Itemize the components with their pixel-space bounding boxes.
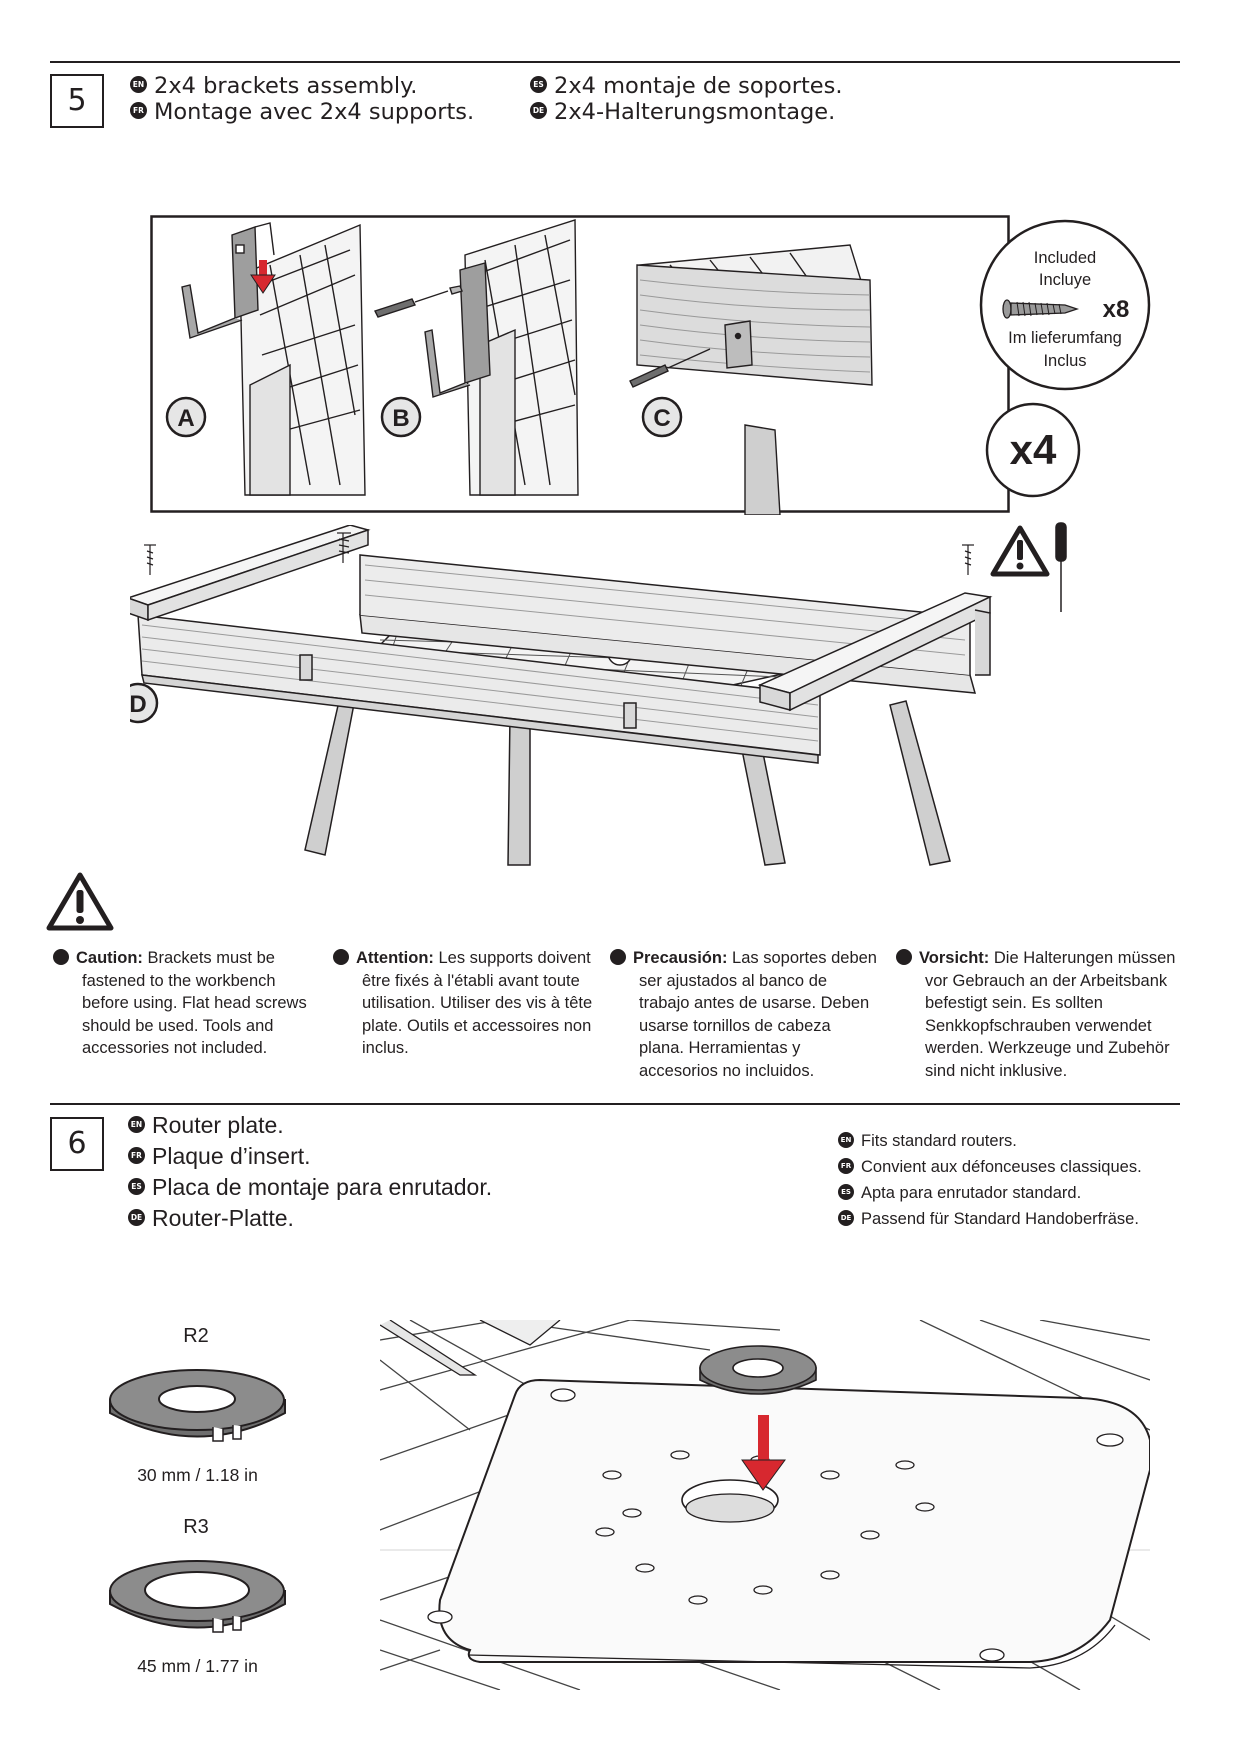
- step5-title-de: DE 2x4-Halterungsmontage.: [530, 99, 835, 125]
- fits-es-text: Apta para enrutador standard.: [861, 1184, 1082, 1202]
- panel-label-b: B: [392, 405, 409, 432]
- reducer-ring-r3: [109, 1560, 286, 1633]
- caution-fr: FR Attention: Les supports doivent être f…: [321, 947, 603, 1060]
- step5-title-fr: FR Montage avec 2x4 supports.: [130, 99, 474, 125]
- lang-badge-fr: FR: [128, 1147, 145, 1165]
- step6-title-es: ES Placa de montaje para enrutador.: [128, 1172, 492, 1203]
- caution-en-label: Caution:: [76, 949, 143, 967]
- step6-title-fr: FR Plaque d’insert.: [128, 1141, 311, 1172]
- fits-es: ES Apta para enrutador standard.: [838, 1180, 1081, 1206]
- included-es: Incluye: [1039, 271, 1091, 289]
- lang-badge-es: ES: [128, 1178, 145, 1196]
- fits-en: EN Fits standard routers.: [838, 1128, 1017, 1154]
- lang-badge-fr: FR: [130, 102, 147, 119]
- included-de: Im lieferumfang: [1008, 329, 1122, 347]
- lang-badge-en: EN: [130, 76, 147, 93]
- panel-c-illustration: [629, 244, 873, 515]
- workbench-assembly-figure: D: [130, 525, 993, 866]
- caution-en-text: Brackets must be fastened to the workben…: [82, 949, 307, 1057]
- lang-badge-de: DE: [128, 1209, 145, 1227]
- lang-badge-en: EN: [41, 948, 69, 965]
- step6-title-fr-text: Plaque d’insert.: [152, 1143, 311, 1169]
- step5-title-en-text: 2x4 brackets assembly.: [154, 73, 418, 99]
- panel-b-illustration: [374, 219, 579, 496]
- step6-title-en-text: Router plate.: [152, 1112, 284, 1138]
- step5-title-en: EN 2x4 brackets assembly.: [130, 73, 417, 99]
- fits-fr-text: Convient aux défonceuses classiques.: [861, 1158, 1142, 1176]
- lang-badge-de: DE: [884, 948, 912, 965]
- lang-badge-de: DE: [838, 1209, 854, 1226]
- ring-r2-size: 30 mm / 1.18 in: [137, 1465, 258, 1485]
- caution-de-text: Die Halterungen müssen vor Gebrauch an d…: [925, 949, 1176, 1080]
- step6-number: 6: [50, 1117, 104, 1171]
- fits-fr: FR Convient aux défonceuses classiques.: [838, 1154, 1142, 1180]
- step6-title-de: DE Router-Platte.: [128, 1203, 294, 1234]
- step6-title-en: EN Router plate.: [128, 1110, 284, 1141]
- lang-badge-en: EN: [838, 1131, 854, 1148]
- caution-warning-icon: [46, 872, 114, 931]
- step6-title-de-text: Router-Platte.: [152, 1205, 294, 1231]
- multiplier-text: x4: [1010, 426, 1057, 473]
- step5-top-rule: [50, 61, 1180, 63]
- step5-title-es: ES 2x4 montaje de soportes.: [530, 73, 843, 99]
- step5-number: 5: [50, 74, 104, 128]
- ring-r2-name: R2: [183, 1325, 209, 1347]
- screwdriver-icon: [1055, 522, 1067, 612]
- included-fr: Inclus: [1043, 352, 1086, 370]
- step5-title-es-text: 2x4 montaje de soportes.: [554, 73, 843, 99]
- fits-en-text: Fits standard routers.: [861, 1132, 1017, 1150]
- caution-de-label: Vorsicht:: [919, 949, 990, 967]
- panel-label-d: D: [130, 691, 147, 718]
- lang-badge-fr: FR: [838, 1157, 854, 1174]
- screw-icon: [1002, 299, 1080, 319]
- ring-r3-name: R3: [183, 1516, 209, 1538]
- ring-r3-size: 45 mm / 1.77 in: [137, 1656, 258, 1676]
- caution-es-text: Las soportes deben ser ajustados al banc…: [639, 949, 877, 1080]
- lang-badge-es: ES: [838, 1183, 854, 1200]
- step5-title-fr-text: Montage avec 2x4 supports.: [154, 99, 475, 125]
- caution-fr-text: Les supports doivent être fixés à l'étab…: [362, 949, 593, 1057]
- panel-label-c: C: [653, 405, 670, 432]
- caution-es-label: Precausión:: [633, 949, 728, 967]
- caution-fr-label: Attention:: [356, 949, 434, 967]
- reducer-ring-r2: [109, 1369, 286, 1442]
- caution-en: EN Caution: Brackets must be fastened to …: [41, 947, 318, 1060]
- included-count: x8: [1103, 296, 1130, 323]
- fits-de: DE Passend für Standard Handoberfräse.: [838, 1206, 1139, 1232]
- lang-badge-es: ES: [599, 948, 626, 965]
- included-screws-badge: Included Incluye x8 Im lieferumfang Incl…: [979, 219, 1151, 391]
- arrow-down-icon: [250, 260, 276, 294]
- step6-top-rule: [50, 1103, 1180, 1105]
- lang-badge-en: EN: [128, 1116, 145, 1134]
- step5-title-de-text: 2x4-Halterungsmontage.: [554, 99, 836, 125]
- caution-es: ES Precausión: Las soportes deben ser aju…: [599, 947, 878, 1082]
- lang-badge-fr: FR: [321, 948, 349, 965]
- lang-badge-es: ES: [530, 76, 547, 93]
- bracket-detail-figure: A B C: [150, 215, 1010, 515]
- router-plate-figure: [380, 1320, 1150, 1690]
- quantity-multiplier-badge: x4: [985, 402, 1081, 498]
- lang-badge-de: DE: [530, 102, 547, 119]
- warning-tool-callout: [990, 522, 1067, 612]
- included-en: Included: [1034, 249, 1096, 267]
- fits-de-text: Passend für Standard Handoberfräse.: [861, 1210, 1139, 1228]
- insert-arrow-icon: [741, 1415, 786, 1491]
- panel-label-a: A: [177, 405, 194, 432]
- panel-a-illustration: [181, 222, 366, 496]
- step6-title-es-text: Placa de montaje para enrutador.: [152, 1174, 493, 1200]
- warning-triangle-icon: [990, 525, 1050, 577]
- caution-de: DE Vorsicht: Die Halterungen müssen vor G…: [884, 947, 1186, 1082]
